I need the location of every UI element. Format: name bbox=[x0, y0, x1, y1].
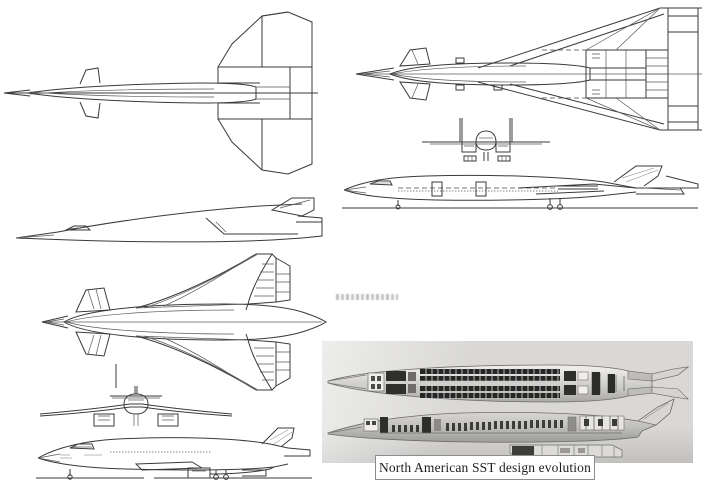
figure-caption-text: North American SST design evolution bbox=[379, 459, 591, 475]
figure-caption-box: North American SST design evolution bbox=[375, 455, 595, 480]
panel-early-concept-plan bbox=[0, 4, 330, 184]
micro-caption-illegible bbox=[336, 294, 398, 300]
panel-front-elevation-left bbox=[36, 386, 236, 432]
panel-final-side-elevation bbox=[26, 424, 322, 496]
panel-ogee-delta-plan bbox=[24, 252, 330, 392]
cabin-cutaway-artwork bbox=[327, 364, 690, 458]
panel-front-elevation-right bbox=[420, 116, 552, 164]
panel-cabin-cutaway-photo bbox=[322, 341, 693, 463]
panel-side-elevation-right bbox=[336, 164, 704, 216]
panel-delta-plan-upper-right bbox=[330, 6, 708, 130]
panel-slender-profile-side bbox=[10, 196, 330, 266]
